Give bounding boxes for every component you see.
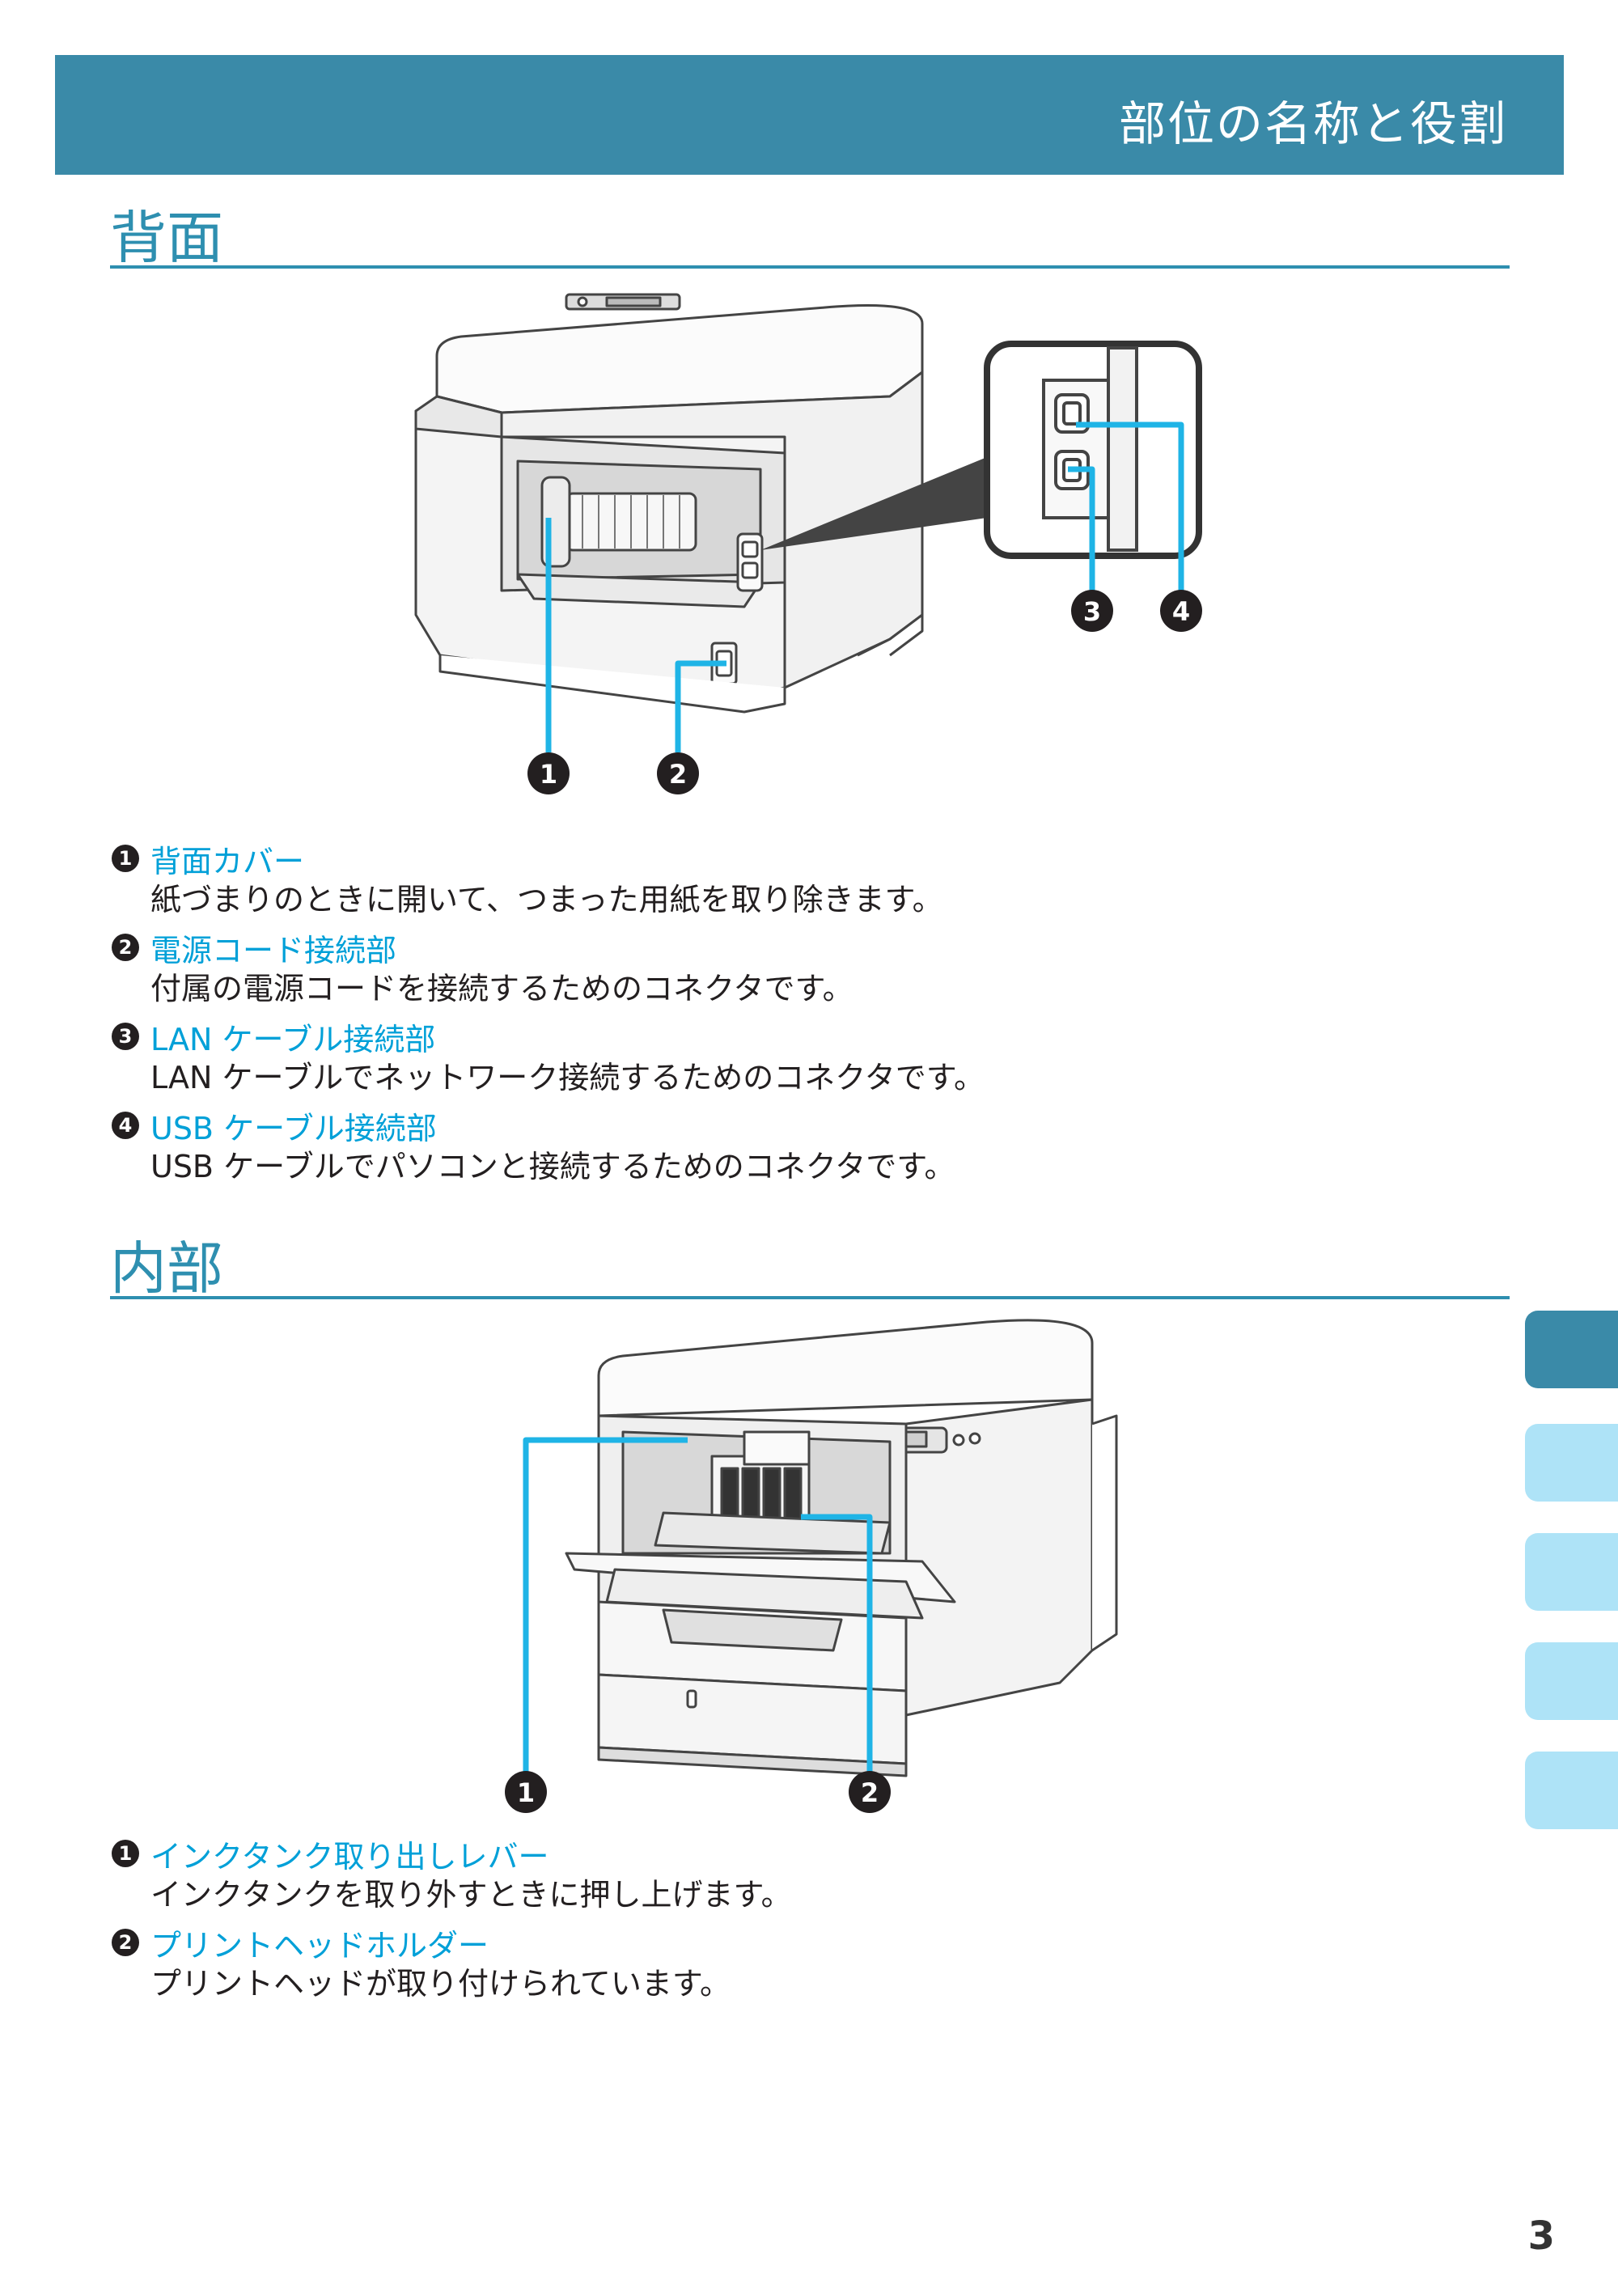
item-description: USB ケーブルでパソコンと接続するためのコネクタです。 — [150, 1149, 955, 1184]
rear-item-3: 3 LAN ケーブル接続部 LAN ケーブルでネットワーク接続するためのコネクタで… — [112, 1015, 985, 1098]
header-title: 部位の名称と役割 — [1118, 96, 1507, 151]
rear-item-2: 2 電源コード接続部 付属の電源コードを接続するためのコネクタです。 — [112, 926, 853, 1009]
interior-printer-illustration: 1 2 — [505, 1319, 1118, 1813]
rear-printer-illustration: 1 2 3 4 — [414, 293, 1202, 794]
index-tab[interactable] — [1525, 1424, 1618, 1502]
number-badge: 1 — [112, 845, 139, 872]
index-tab-current[interactable] — [1525, 1311, 1618, 1388]
section-rule — [110, 265, 1510, 269]
rear-callout-4: 4 — [1160, 590, 1202, 632]
item-description: プリントヘッドが取り付けられています。 — [150, 1966, 731, 2002]
item-label: 背面カバー — [150, 843, 305, 879]
svg-text:2: 2 — [861, 1777, 879, 1808]
index-tab[interactable] — [1525, 1752, 1618, 1829]
svg-text:1: 1 — [517, 1777, 535, 1808]
index-tab[interactable] — [1525, 1533, 1618, 1611]
number-badge: 4 — [112, 1112, 139, 1139]
rear-callout-1: 1 — [527, 752, 570, 794]
number-badge: 3 — [112, 1023, 139, 1050]
svg-text:4: 4 — [1172, 596, 1190, 627]
interior-item-1: 1 インクタンク取り出しレバー インクタンクを取り外すときに押し上げます。 — [112, 1832, 792, 1915]
item-description: インクタンクを取り外すときに押し上げます。 — [150, 1877, 792, 1913]
item-label: 電源コード接続部 — [150, 932, 397, 968]
number-badge: 1 — [112, 1840, 139, 1867]
interior-callout-2: 2 — [849, 1771, 891, 1813]
item-label: LAN ケーブル接続部 — [150, 1021, 436, 1057]
rear-item-1: 1 背面カバー 紙づまりのときに開いて、つまった用紙を取り除きます。 — [112, 837, 943, 920]
item-description: 付属の電源コードを接続するためのコネクタです。 — [150, 971, 853, 1006]
section-rule — [110, 1296, 1510, 1299]
number-badge: 2 — [112, 1929, 139, 1956]
item-label: USB ケーブル接続部 — [150, 1110, 437, 1146]
section-title-interior: 内部 — [110, 1235, 223, 1302]
rear-item-4: 4 USB ケーブル接続部 USB ケーブルでパソコンと接続するためのコネクタです… — [112, 1104, 955, 1187]
page-number: 3 — [1527, 2213, 1555, 2259]
index-tab[interactable] — [1525, 1642, 1618, 1720]
svg-text:1: 1 — [540, 759, 557, 790]
item-label: インクタンク取り出しレバー — [150, 1838, 549, 1875]
svg-text:2: 2 — [669, 759, 687, 790]
section-title-rear: 背面 — [110, 205, 223, 271]
svg-text:3: 3 — [1083, 596, 1101, 627]
interior-item-2: 2 プリントヘッドホルダー プリントヘッドが取り付けられています。 — [112, 1921, 731, 2004]
rear-callout-2: 2 — [657, 752, 699, 794]
item-label: プリントヘッドホルダー — [150, 1927, 489, 1963]
number-badge: 2 — [112, 934, 139, 961]
interior-callout-1: 1 — [505, 1771, 547, 1813]
item-description: LAN ケーブルでネットワーク接続するためのコネクタです。 — [150, 1060, 985, 1095]
item-description: 紙づまりのときに開いて、つまった用紙を取り除きます。 — [150, 882, 943, 917]
rear-callout-3: 3 — [1071, 590, 1113, 632]
page-header: 部位の名称と役割 — [55, 55, 1564, 175]
